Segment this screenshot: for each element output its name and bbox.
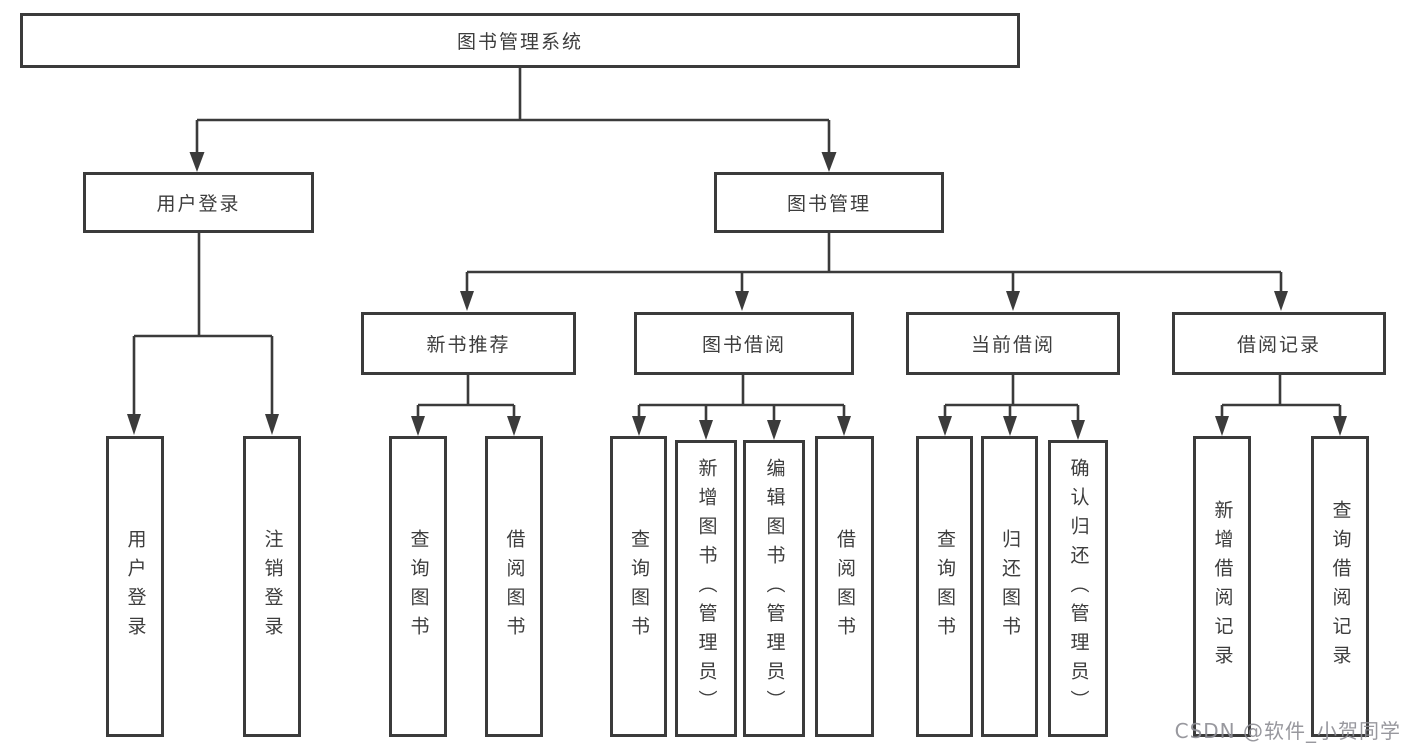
arrow-current-borrow bbox=[1006, 291, 1020, 311]
leaf-add-borrow-record: 新增借阅记录 bbox=[1193, 436, 1251, 737]
arrow-book-borrow bbox=[735, 291, 749, 311]
leaf-borrow-books-borrow: 借阅图书 bbox=[815, 436, 874, 737]
arrow-confirm-return bbox=[1071, 420, 1085, 440]
arrow-query-current bbox=[938, 416, 952, 436]
leaf-query-books-current: 查询图书 bbox=[916, 436, 973, 737]
leaf-query-books-rec: 查询图书 bbox=[389, 436, 447, 737]
leaf-confirm-return-admin: 确认归还（管理员） bbox=[1048, 440, 1108, 737]
arrow-query-borrow bbox=[632, 416, 646, 436]
arrow-borrow-borrow bbox=[837, 416, 851, 436]
node-book-mgmt: 图书管理 bbox=[714, 172, 944, 233]
node-root: 图书管理系统 bbox=[20, 13, 1020, 68]
csdn-watermark: CSDN @软件_小贺同学 bbox=[1174, 719, 1401, 743]
arrow-new-book-rec bbox=[460, 291, 474, 311]
arrow-leaf-user-login bbox=[127, 414, 141, 435]
leaf-logout: 注销登录 bbox=[243, 436, 301, 737]
leaf-edit-books-admin: 编辑图书（管理员） bbox=[743, 440, 805, 737]
arrow-borrow-records bbox=[1274, 291, 1288, 311]
node-user-login: 用户登录 bbox=[83, 172, 314, 233]
arrow-add-record bbox=[1215, 416, 1229, 436]
leaf-add-books-admin: 新增图书（管理员） bbox=[675, 440, 737, 737]
leaf-query-borrow-record: 查询借阅记录 bbox=[1311, 436, 1369, 737]
node-borrow-records: 借阅记录 bbox=[1172, 312, 1386, 375]
arrow-add-books bbox=[699, 420, 713, 440]
node-current-borrow: 当前借阅 bbox=[906, 312, 1120, 375]
arrow-user-login bbox=[189, 152, 205, 172]
arrow-query-rec bbox=[411, 416, 425, 436]
arrow-return-books bbox=[1003, 416, 1017, 436]
node-book-borrow: 图书借阅 bbox=[634, 312, 854, 375]
leaf-return-books: 归还图书 bbox=[981, 436, 1038, 737]
leaf-query-books-borrow: 查询图书 bbox=[610, 436, 667, 737]
arrow-leaf-logout bbox=[265, 414, 279, 435]
leaf-user-login: 用户登录 bbox=[106, 436, 164, 737]
arrow-book-mgmt bbox=[821, 152, 837, 172]
connector-strokes bbox=[132, 68, 1342, 421]
node-new-book-rec: 新书推荐 bbox=[361, 312, 576, 375]
arrow-edit-books bbox=[767, 420, 781, 440]
arrowheads bbox=[127, 152, 1347, 440]
leaf-borrow-books-rec: 借阅图书 bbox=[485, 436, 543, 737]
arrow-query-record bbox=[1333, 416, 1347, 436]
arrow-borrow-rec bbox=[507, 416, 521, 436]
